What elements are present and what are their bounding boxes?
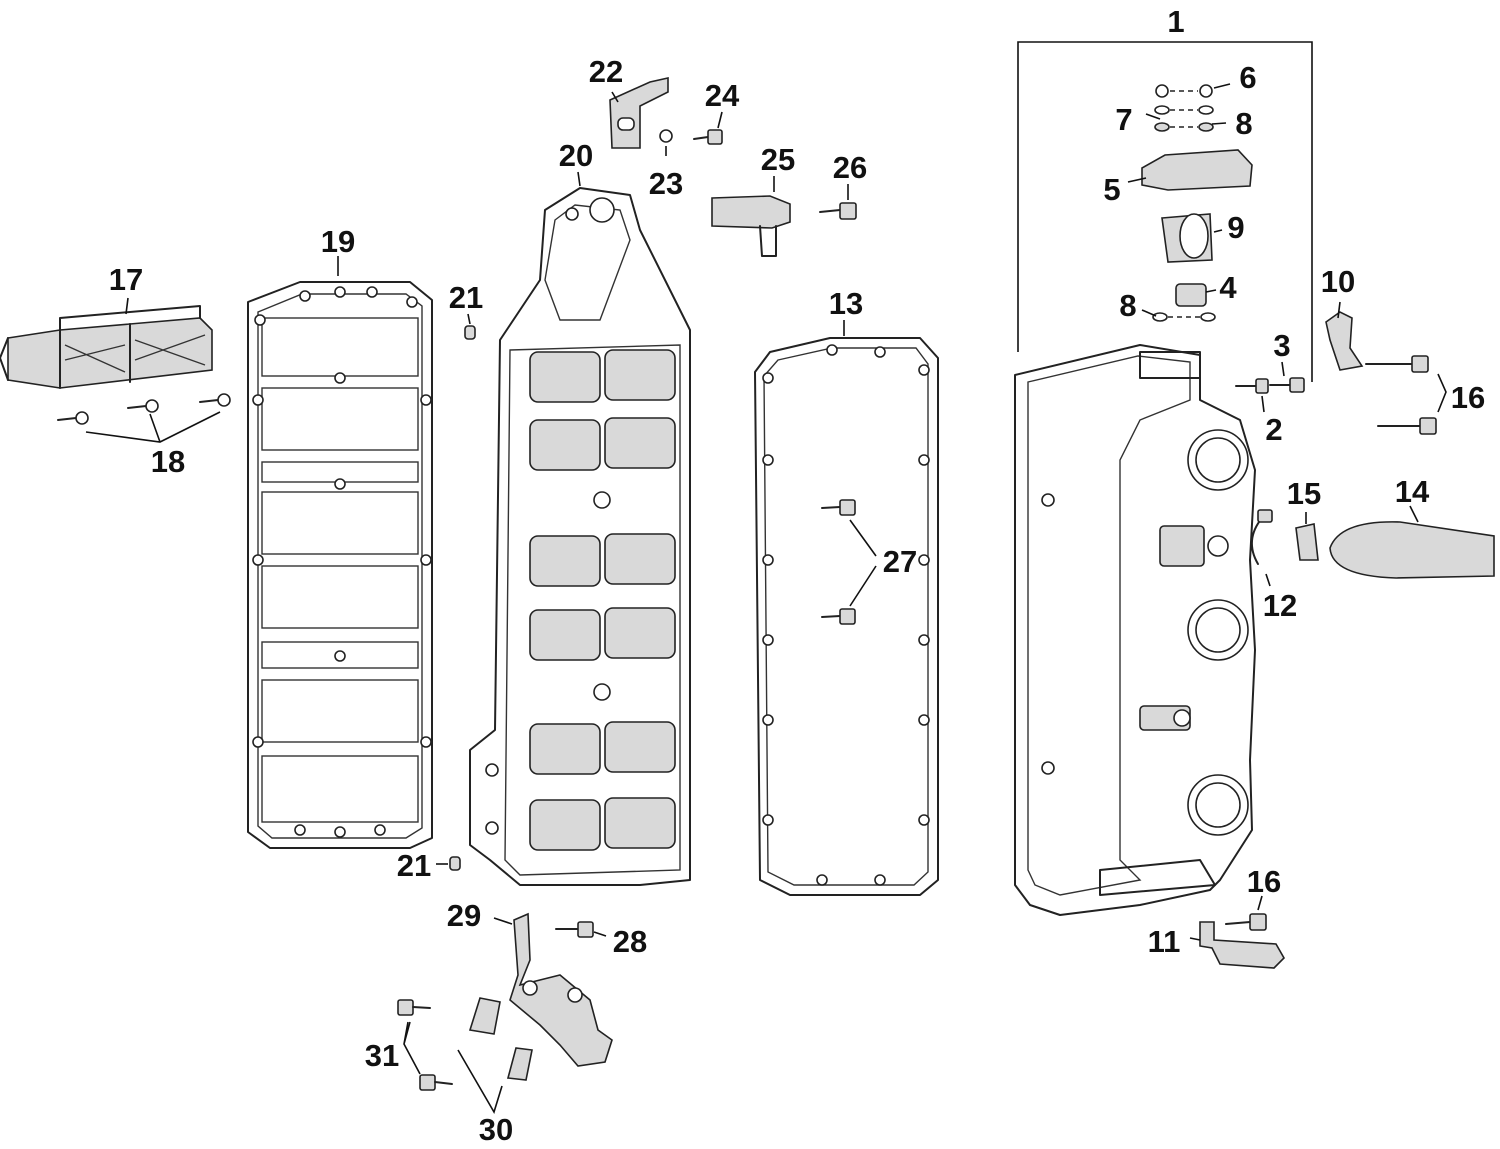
callout-10: 10 (1321, 264, 1355, 299)
callout-8-top: 8 (1235, 106, 1252, 141)
callout-21-top: 21 (449, 280, 483, 315)
intake-gasket (247, 281, 433, 849)
leader-lines (85, 83, 1447, 1114)
callout-17: 17 (109, 262, 143, 297)
callout-26: 26 (833, 150, 867, 185)
sensor-25 (711, 195, 791, 257)
callout-6: 6 (1239, 60, 1256, 95)
cover-gasket (754, 337, 939, 896)
callout-12: 12 (1263, 588, 1297, 623)
part-1-bracket (1017, 41, 1313, 382)
callout-21-bottom: 21 (397, 848, 431, 883)
callout-30: 30 (479, 1112, 513, 1147)
callout-18: 18 (151, 444, 185, 479)
screw-26 (819, 202, 857, 220)
callout-25: 25 (761, 142, 795, 177)
sensor-stack (1141, 84, 1253, 322)
callout-4: 4 (1219, 270, 1237, 305)
callout-7: 7 (1115, 102, 1132, 137)
bolts-16 (1225, 355, 1437, 931)
intake-cover (1014, 344, 1256, 916)
callout-27: 27 (883, 544, 917, 579)
callout-28: 28 (613, 924, 647, 959)
callout-22: 22 (589, 54, 623, 89)
reed-plate (469, 187, 691, 886)
callout-labels: 1 6 7 8 5 9 4 8 3 2 10 16 15 14 12 16 11… (109, 4, 1485, 1147)
callout-24: 24 (705, 78, 740, 113)
screw-24 (693, 129, 723, 145)
callout-29: 29 (447, 898, 481, 933)
reed-screws (57, 393, 231, 425)
reed-valve-assembly (0, 305, 213, 389)
callout-11: 11 (1148, 924, 1181, 959)
callout-13: 13 (829, 286, 863, 321)
dowel-pins (449, 325, 476, 871)
callout-9: 9 (1227, 210, 1244, 245)
callout-1: 1 (1167, 4, 1184, 39)
screws-27 (821, 499, 856, 625)
callout-16-right: 16 (1451, 380, 1485, 415)
bracket-11 (1199, 921, 1285, 969)
washer-23 (659, 129, 673, 143)
callout-31: 31 (365, 1038, 399, 1073)
callout-20: 20 (559, 138, 593, 173)
bracket-22 (609, 77, 669, 149)
callout-14: 14 (1395, 474, 1430, 509)
hose-parts (1251, 509, 1495, 579)
callout-23: 23 (649, 166, 683, 201)
callout-19: 19 (321, 224, 355, 259)
callout-15: 15 (1287, 476, 1321, 511)
callout-2: 2 (1265, 412, 1282, 447)
callout-8-bottom: 8 (1119, 288, 1136, 323)
clip-10 (1325, 311, 1364, 371)
lower-bracket (397, 912, 613, 1091)
callout-5: 5 (1103, 172, 1120, 207)
reed-cages (529, 349, 676, 851)
bolts-2-3 (1235, 377, 1305, 394)
callout-3: 3 (1273, 328, 1290, 363)
callout-16-bottom: 16 (1247, 864, 1281, 899)
